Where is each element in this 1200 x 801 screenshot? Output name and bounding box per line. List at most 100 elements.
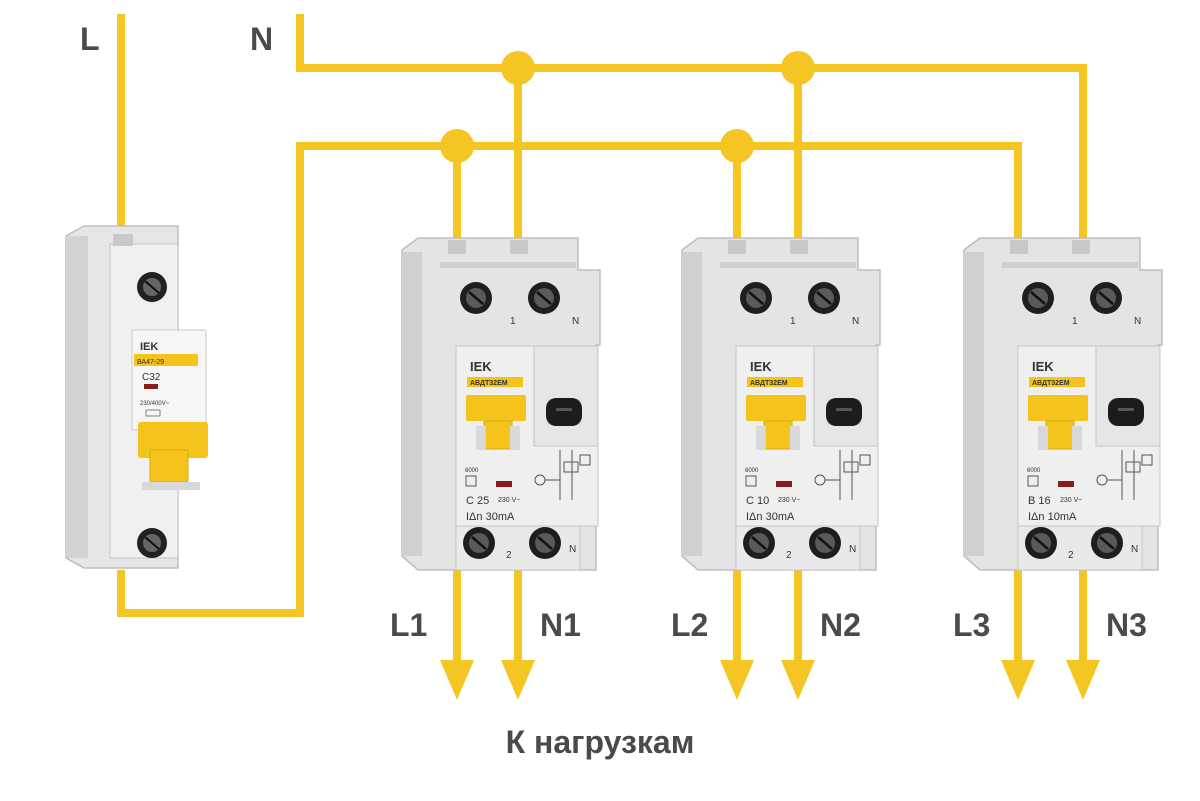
rcbo-1-lever-guard-right [510,426,520,450]
rcbo-1-leak: IΔn 30mA [466,511,515,523]
rcbo-2-lever-guard-left [756,426,766,450]
label-phase-in: L [80,21,100,57]
rcbo-1-brand: IEK [470,359,492,374]
main-breaker-voltage: 230/400V~ [140,401,170,407]
wire-neutral-bus [296,14,1087,248]
rcbo-2-top-slot-1 [728,240,746,254]
main-breaker-label-panel [131,329,207,431]
rcbo-3-lever-handle[interactable] [1045,420,1075,450]
rcbo-1-test-button[interactable] [546,398,582,426]
rcbo-3-voltage: 230 V~ [1060,497,1082,504]
rcbo-3-indicator [1058,481,1074,487]
rcbo-2-lever-top[interactable] [746,395,806,421]
rcbo-1-top-slot-2 [510,240,528,254]
rcbo-3-screw-bottom-2-slot [1099,536,1115,550]
rcbo-2-rating: C 10 [746,495,769,507]
rcbo-1-lever-top[interactable] [466,395,526,421]
rcbo-3-rating: B 16 [1028,495,1051,507]
main-breaker-bottom-screw-slot [144,536,160,550]
junction-phase-1 [440,129,474,163]
rcbo-1-lever-guard-left [476,426,486,450]
main-breaker-model: ВА47-29 [137,359,164,366]
rcbo-3-test-button[interactable] [1108,398,1144,426]
main-breaker-top-screw-slot [144,280,160,294]
label-out-l1: L1 [390,607,427,643]
rcbo-2-voltage: 230 V~ [778,497,800,504]
rcbo-1-class-box [465,475,477,487]
main-breaker: IEK ВА47-29 C32 230/400V~ [65,225,208,569]
rcbo-2-class-box [745,475,757,487]
rcbo-1-schematic-icon [534,450,591,500]
rcbo-2-model-bar [747,377,803,387]
rcbo-1-breaking: 6000 [465,468,479,474]
rcbo-3-lever-top[interactable] [1028,395,1088,421]
arrow-n2 [781,660,815,700]
main-breaker-side [66,236,88,558]
main-breaker-indicator [144,384,158,389]
junction-neutral-2 [781,51,815,85]
rcbo-3-screw-top-2-slot [1098,291,1114,305]
rcbo-2-schematic-icon [814,450,871,500]
rcbo-2-term-bottom-left: 2 [786,550,792,561]
rcbo-1-model: АВДТ32ЕМ [470,380,508,387]
rcbo-3-term-bottom-right: N [1131,544,1138,555]
rcbo-3-screw-bottom-1-slot [1033,536,1049,550]
rcbo-2-test-area [813,345,879,447]
arrow-n1 [501,660,535,700]
rcbo-3-brand: IEK [1032,359,1054,374]
main-breaker-lever-shadow [142,482,200,490]
label-out-n1: N1 [540,607,581,643]
rcbo-3-test-area [1095,345,1161,447]
rcbo-2-model: АВДТ32ЕМ [750,380,788,387]
rcbo-3-screw-top-1-slot [1030,291,1046,305]
main-breaker-lever-base[interactable] [138,422,208,458]
rcbo-1-top-slot-1 [448,240,466,254]
rcbo-2-lever-handle[interactable] [763,420,793,450]
rcbo-3-model-bar [1029,377,1085,387]
rcbo-1-screw-bottom-1-slot [471,536,487,550]
rcbo-2-screw-bottom-1-slot [751,536,767,550]
arrow-l3 [1001,660,1035,700]
rcbo-1-indicator [496,481,512,487]
rcbo-2-breaking: 6000 [745,468,759,474]
rcbo-2-indicator [776,481,792,487]
rcbo-1-screw-top-1-slot [468,291,484,305]
wire-phase-loop [117,142,1022,617]
rcbo-1-lever-handle[interactable] [483,420,513,450]
rcbo-2-term-top-right: N [852,316,859,327]
rcbo-1-model-bar [467,377,523,387]
rcbo-1-term-bottom-right: N [569,544,576,555]
rcbo-1-screw-bottom-2-slot [537,536,553,550]
rcbo-1-top-ridge [440,262,576,268]
main-breaker-rating: C32 [142,372,161,383]
rcbo-2-term-bottom-right: N [849,544,856,555]
rcbo-1-test-button-mark [556,408,572,411]
junction-phase-2 [720,129,754,163]
rcbo-2-test-button-mark [836,408,852,411]
rcbo-2-screw-bottom-2-slot [817,536,833,550]
main-breaker-brand-bar [134,354,198,366]
arrow-n3 [1066,660,1100,700]
rcbo-2-side [682,252,702,556]
rcbo-2-test-button[interactable] [826,398,862,426]
rcbo-3-term-bottom-left: 2 [1068,550,1074,561]
rcbo-3-term-top-right: N [1134,316,1141,327]
rcbo-1-term-top-left: 1 [510,316,516,327]
rcbo-2-leak: IΔn 30mA [746,511,795,523]
rcbo-3-top-slot-1 [1010,240,1028,254]
wires [117,14,1087,668]
rcbo-2-screw-top-1-slot [748,291,764,305]
arrows [440,660,1100,700]
rcbo-3-breaking: 6000 [1027,468,1041,474]
main-breaker-lever-handle[interactable] [149,449,189,483]
rcbo-1-test-area [533,345,599,447]
rcbo-2-top-ridge [720,262,856,268]
rcbo-1-side [402,252,422,556]
junctions [440,51,815,163]
rcbo-3-model: АВДТ32ЕМ [1032,380,1070,387]
main-breaker-top-slot [113,234,133,246]
